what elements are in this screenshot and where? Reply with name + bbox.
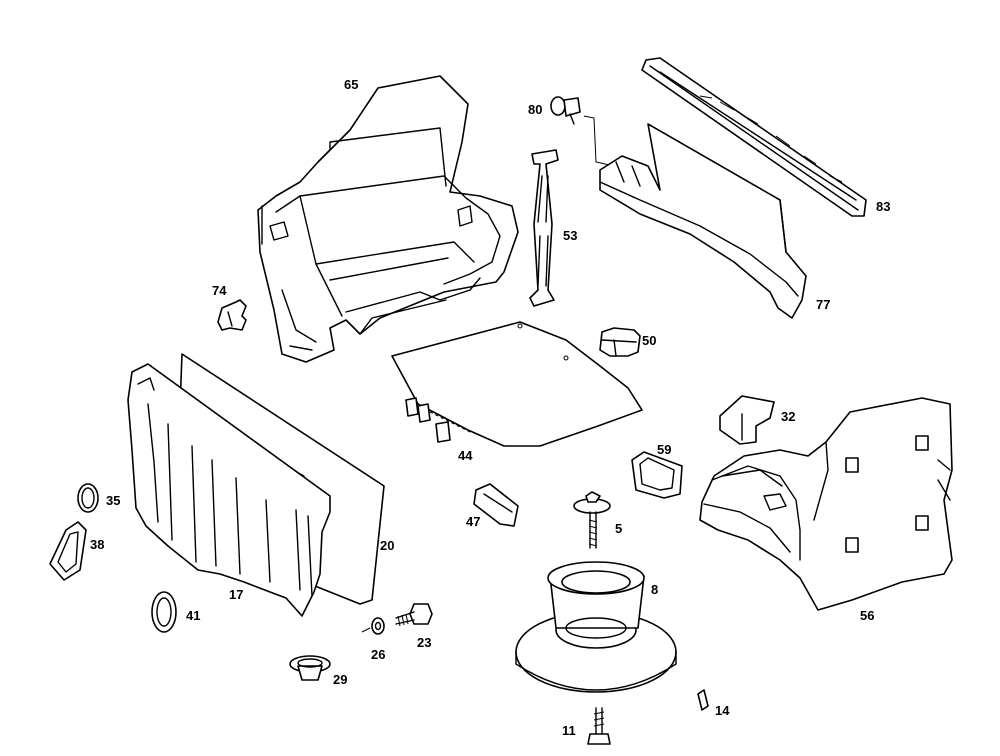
callout-5: 5 <box>615 521 622 536</box>
part-8-spare-wheel <box>515 561 677 693</box>
part-80-clip <box>550 96 615 167</box>
part-65-trunk-side-lining <box>257 75 519 363</box>
callout-44: 44 <box>458 448 473 463</box>
part-41-ring <box>151 591 177 633</box>
callout-77: 77 <box>816 297 830 312</box>
callout-38: 38 <box>90 537 104 552</box>
part-83-sill-strip <box>641 57 867 217</box>
callout-14: 14 <box>715 703 730 718</box>
callout-35: 35 <box>106 493 120 508</box>
callout-59: 59 <box>657 442 671 457</box>
part-14-plate <box>697 689 709 711</box>
callout-29: 29 <box>333 672 347 687</box>
callout-20: 20 <box>380 538 394 553</box>
callout-23: 23 <box>417 635 431 650</box>
part-50-bumper <box>599 327 641 357</box>
part-11-bolt <box>587 707 611 745</box>
callout-74: 74 <box>212 283 227 298</box>
part-5-holder <box>573 491 611 549</box>
part-29-plug <box>289 655 331 681</box>
callout-26: 26 <box>371 647 385 662</box>
part-17-liner <box>127 363 331 617</box>
callout-17: 17 <box>229 587 243 602</box>
callout-53: 53 <box>563 228 577 243</box>
callout-50: 50 <box>642 333 656 348</box>
callout-83: 83 <box>876 199 890 214</box>
part-56-wheelhouse-lining <box>699 397 953 611</box>
part-23-screw <box>395 603 433 627</box>
part-32-support <box>719 395 775 445</box>
part-59-frame <box>631 451 683 499</box>
callout-47: 47 <box>466 514 480 529</box>
callout-65: 65 <box>344 77 358 92</box>
callout-41: 41 <box>186 608 200 623</box>
part-26-washer <box>361 617 385 635</box>
callout-32: 32 <box>781 409 795 424</box>
part-38-grommet <box>49 521 87 581</box>
part-35-ring <box>77 483 99 513</box>
callout-56: 56 <box>860 608 874 623</box>
callout-80: 80 <box>528 102 542 117</box>
part-77-rear-panel <box>599 123 807 319</box>
part-47-bracket <box>473 483 519 527</box>
part-44-floor-panel <box>391 321 643 447</box>
part-74-clip <box>217 299 247 331</box>
part-53-strap <box>529 149 559 307</box>
callout-11: 11 <box>562 723 576 738</box>
callout-8: 8 <box>651 582 658 597</box>
